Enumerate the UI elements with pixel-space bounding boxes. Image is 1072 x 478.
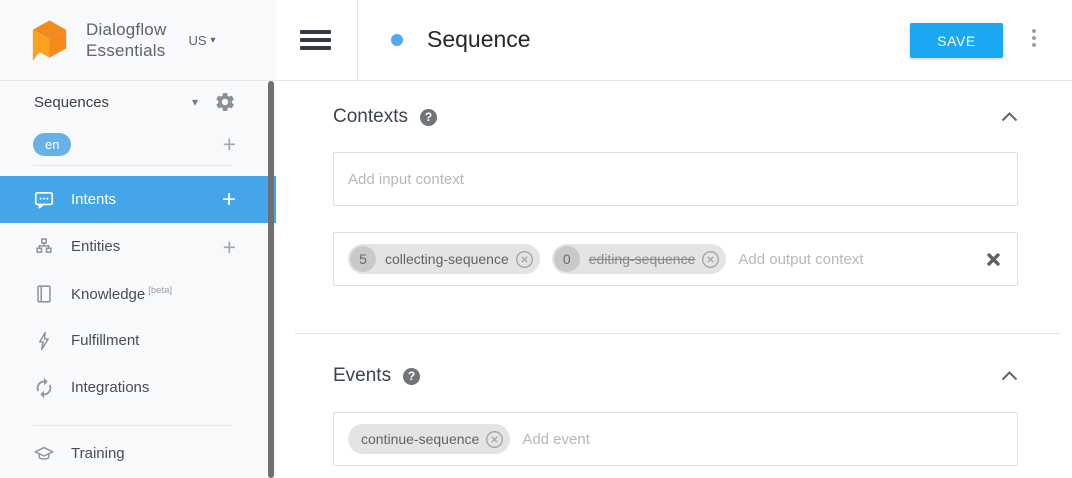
context-lifespan-badge[interactable]: 0 (553, 246, 580, 272)
clear-output-contexts-icon[interactable] (984, 250, 1003, 269)
sidebar-header: Dialogflow Essentials US ▾ (0, 0, 276, 81)
sidebar-item-label: Fulfillment (71, 332, 140, 349)
graduation-cap-icon (33, 443, 55, 465)
add-output-context-field[interactable] (738, 233, 972, 285)
agent-caret-down-icon[interactable]: ▾ (191, 95, 198, 109)
events-heading: Events (333, 365, 392, 386)
events-section-header: Events ? (333, 364, 1018, 388)
collapse-contexts-chevron-icon[interactable] (1001, 112, 1018, 122)
context-lifespan-badge[interactable]: 5 (350, 246, 376, 272)
sidebar-item-training[interactable]: Training (0, 430, 276, 477)
sidebar-item-fulfillment[interactable]: Fulfillment (0, 317, 276, 364)
add-event-field[interactable] (522, 413, 1003, 465)
context-chip-label: editing-sequence (588, 251, 696, 267)
events-help-icon[interactable]: ? (403, 367, 421, 385)
brand-line2: Essentials (86, 41, 166, 60)
add-language-icon[interactable]: + (222, 131, 236, 157)
remove-event-icon[interactable] (485, 430, 504, 449)
sidebar-divider (33, 425, 232, 426)
beta-tag: [beta] (148, 284, 173, 296)
agent-selector-row: Sequences ▾ (0, 81, 276, 123)
event-chip: continue-sequence (348, 424, 511, 454)
menu-hamburger-icon[interactable] (300, 30, 331, 55)
page-title: Sequence (427, 26, 531, 52)
save-button[interactable]: SAVE (910, 23, 1003, 58)
section-divider (295, 333, 1060, 334)
main-panel: Sequence SAVE Contexts ? 5 collecting-se… (276, 0, 1072, 478)
add-input-context-field[interactable] (348, 153, 1003, 205)
sidebar-divider (33, 165, 232, 166)
toolbar: Sequence SAVE (276, 0, 1072, 81)
chat-bubble-icon (33, 189, 55, 211)
sidebar-nav: Intents + Entities + (0, 176, 276, 477)
add-entity-icon[interactable]: + (222, 233, 236, 260)
sidebar-item-knowledge[interactable]: Knowledge[beta] (0, 270, 276, 317)
brand-line1: Dialogflow (86, 20, 167, 39)
sidebar-item-label: Entities (71, 238, 121, 255)
collapse-events-chevron-icon[interactable] (1001, 371, 1018, 381)
lightning-bolt-icon (33, 330, 55, 352)
events-box: continue-sequence (333, 412, 1018, 466)
more-options-kebab-icon[interactable] (1030, 27, 1038, 49)
sidebar-item-intents[interactable]: Intents + (0, 176, 276, 223)
contexts-section-header: Contexts ? (333, 105, 1018, 129)
sidebar: Dialogflow Essentials US ▾ Sequences ▾ e… (0, 0, 276, 478)
remove-context-icon[interactable] (515, 250, 534, 269)
sidebar-item-label: Knowledge[beta] (71, 284, 173, 303)
brand-name: Dialogflow Essentials (86, 19, 166, 61)
sidebar-item-label: Integrations (71, 379, 150, 396)
sidebar-item-label: Intents (71, 191, 117, 208)
contexts-help-icon[interactable]: ? (419, 108, 437, 126)
output-context-box: 5 collecting-sequence 0 editing-sequence (333, 232, 1018, 286)
contexts-heading: Contexts (333, 106, 408, 127)
sidebar-item-label: Training (71, 445, 125, 462)
book-icon (33, 283, 55, 305)
dialogflow-logo-icon (26, 15, 73, 65)
sidebar-item-entities[interactable]: Entities + (0, 223, 276, 270)
entities-sitemap-icon (33, 236, 55, 258)
event-chip-label: continue-sequence (361, 431, 480, 447)
input-context-box (333, 152, 1018, 206)
caret-down-icon: ▾ (210, 34, 216, 46)
add-intent-icon[interactable]: + (221, 185, 236, 213)
remove-context-icon[interactable] (701, 250, 720, 269)
context-chip-label: collecting-sequence (385, 251, 509, 267)
intent-editor: Contexts ? 5 collecting-sequence (295, 105, 1060, 466)
agent-name[interactable]: Sequences (34, 93, 110, 111)
agent-settings-gear-icon[interactable] (214, 91, 236, 113)
intent-priority-dot[interactable] (391, 34, 403, 46)
output-context-chip: 5 collecting-sequence (348, 244, 540, 274)
toolbar-divider (357, 0, 358, 80)
region-label: US (188, 32, 207, 48)
language-row: en + (0, 123, 276, 165)
sync-arrows-icon (33, 377, 55, 399)
region-selector[interactable]: US ▾ (188, 33, 215, 48)
sidebar-item-integrations[interactable]: Integrations (0, 364, 276, 411)
language-tab-en[interactable]: en (33, 132, 72, 156)
sidebar-scrollbar[interactable] (268, 81, 274, 478)
output-context-chip: 0 editing-sequence (551, 244, 727, 274)
